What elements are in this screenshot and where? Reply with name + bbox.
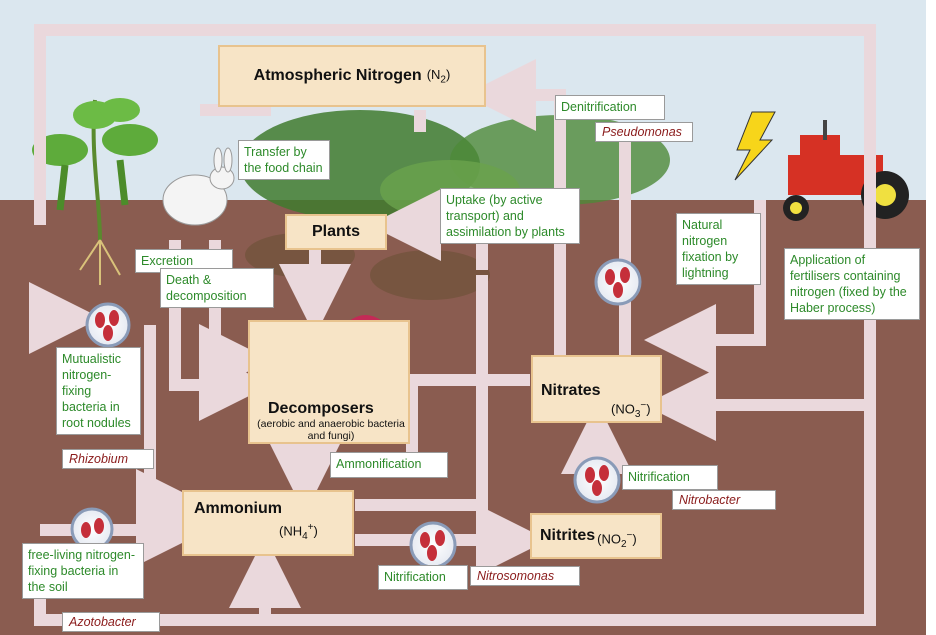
- label-free-living: free-living nitrogen-fixing bacteria in …: [22, 543, 144, 599]
- organism-pseudomonas: Pseudomonas: [595, 122, 693, 142]
- plants-label: Plants: [312, 223, 360, 241]
- nitrates-formula: (NO3−): [611, 400, 651, 420]
- organism-nitrosomonas: Nitrosomonas: [470, 566, 580, 586]
- label-ammonification: Ammonification: [330, 452, 448, 478]
- atmospheric-nitrogen-box: Atmospheric Nitrogen (N2): [218, 45, 486, 107]
- decomposers-subtitle: (aerobic and anaerobic bacteria and fung…: [256, 418, 406, 442]
- label-fertilisers: Application of fertilisers containing ni…: [784, 248, 920, 320]
- label-uptake: Uptake (by active transport) and assimil…: [440, 188, 580, 244]
- label-natural-fixation: Natural nitrogen fixation by lightning: [676, 213, 761, 285]
- plants-box: Plants: [285, 214, 387, 250]
- nitrates-label: Nitrates: [541, 382, 601, 400]
- label-denitrification: Denitrification: [555, 95, 665, 120]
- bacteria-cell-mutualistic: [87, 304, 129, 346]
- nitrites-formula: (NO2−): [597, 530, 637, 550]
- organism-azotobacter: Azotobacter: [62, 612, 160, 632]
- nitrites-box: Nitrites (NO2−): [530, 513, 662, 559]
- nitrates-box: Nitrates (NO3−): [531, 355, 662, 423]
- bacteria-cell-nitrobacter: [575, 458, 619, 502]
- frame-right: [926, 0, 936, 635]
- label-death-decomposition: Death & decomposition: [160, 268, 274, 308]
- ammonium-box: Ammonium (NH4+): [182, 490, 354, 556]
- label-transfer-food-chain: Transfer by the food chain: [238, 140, 330, 180]
- nitrites-label: Nitrites: [540, 527, 595, 545]
- label-nitrification-upper: Nitrification: [622, 465, 718, 490]
- atmospheric-nitrogen-label: Atmospheric Nitrogen: [254, 67, 422, 85]
- atmospheric-nitrogen-formula: (N2): [427, 67, 451, 86]
- ammonium-formula: (NH4+): [279, 522, 318, 542]
- bacteria-cell-nitrosomonas: [411, 523, 455, 567]
- decomposers-label: Decomposers: [268, 400, 374, 418]
- organism-rhizobium: Rhizobium: [62, 449, 154, 469]
- label-nitrification-lower: Nitrification: [378, 565, 468, 590]
- ammonium-label: Ammonium: [194, 500, 282, 518]
- organism-nitrobacter: Nitrobacter: [672, 490, 776, 510]
- bacteria-cell-denitrification: [596, 260, 640, 304]
- label-mutualistic: Mutualistic nitrogen-fixing bacteria in …: [56, 347, 141, 435]
- decomposers-box: Decomposers (aerobic and anaerobic bacte…: [248, 320, 410, 444]
